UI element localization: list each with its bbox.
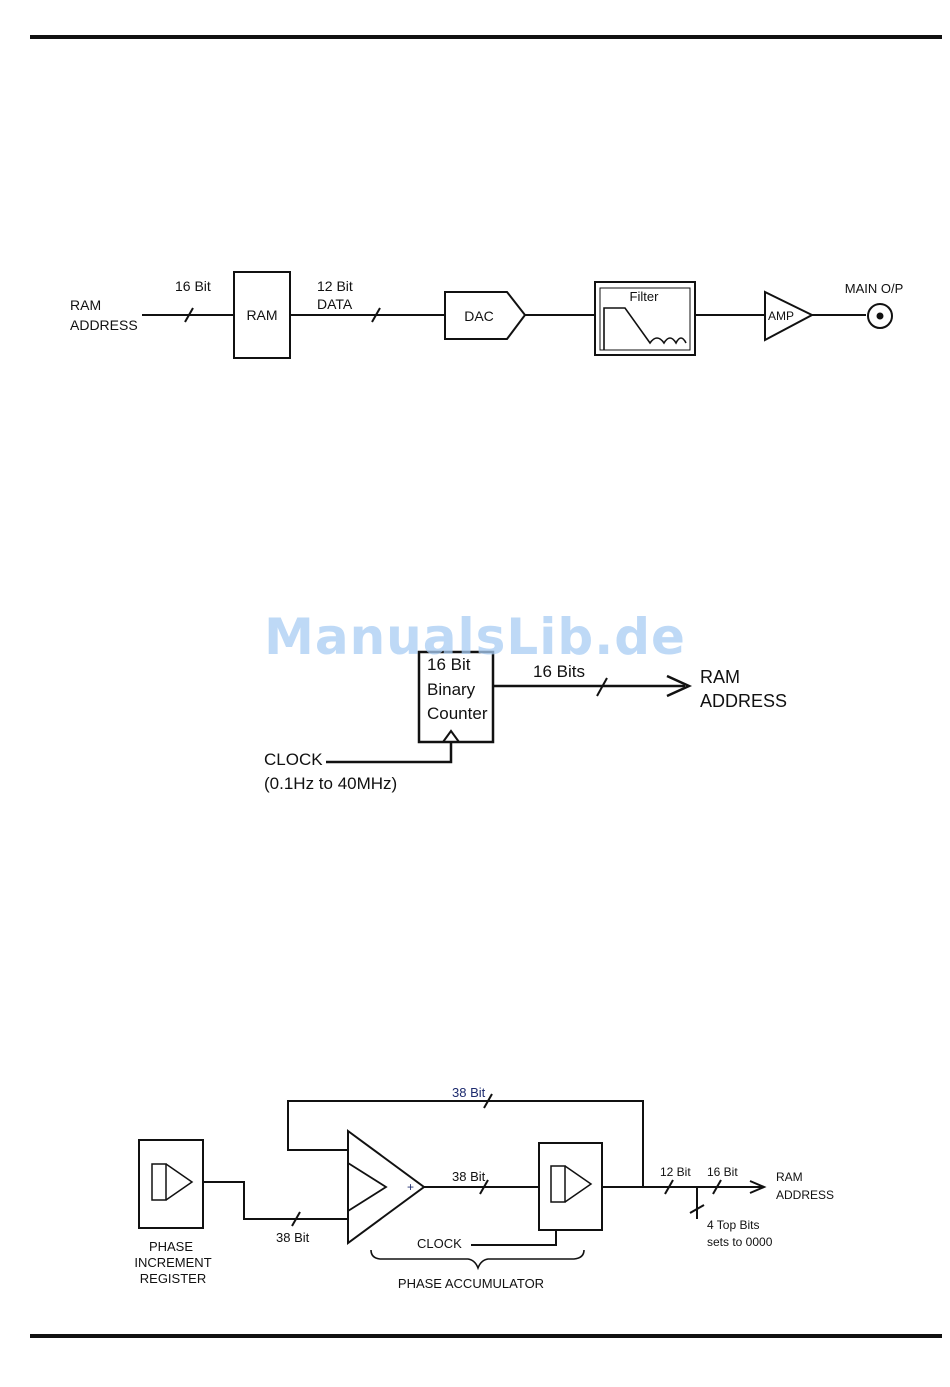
d1-bus2-name: DATA	[317, 296, 353, 312]
d3-ram-address-label-1: RAM	[776, 1170, 803, 1184]
d3-adder-sign: +	[407, 1180, 414, 1194]
d2-counter-label-3: Counter	[427, 704, 488, 723]
pir-register-icon	[152, 1164, 166, 1200]
d3-ram-address-label-2: ADDRESS	[776, 1188, 834, 1202]
d1-ram-address-label-2: ADDRESS	[70, 317, 138, 333]
d1-amp-label: AMP	[768, 309, 794, 323]
d2-clock-range: (0.1Hz to 40MHz)	[264, 774, 397, 793]
d3-top-bits-label-2: sets to 0000	[707, 1235, 773, 1249]
d3-clock-label: CLOCK	[417, 1236, 462, 1251]
clock-line	[471, 1230, 556, 1245]
d2-ram-address-label-1: RAM	[700, 667, 740, 687]
phase-increment-register-block	[139, 1140, 203, 1228]
pir-to-adder-line	[203, 1182, 348, 1219]
d1-dac-label: DAC	[464, 308, 494, 324]
bnc-connector-center-icon	[878, 314, 883, 319]
d1-bus1-width: 16 Bit	[175, 278, 211, 294]
d3-accumulator-label: PHASE ACCUMULATOR	[398, 1276, 544, 1291]
accumulator-latch-block	[539, 1143, 602, 1230]
d3-top-bits-label-1: 4 Top Bits	[707, 1218, 759, 1232]
latch-register-icon	[551, 1166, 565, 1202]
clock-input-line	[326, 742, 451, 762]
d1-bus2-width: 12 Bit	[317, 278, 353, 294]
d1-output-label: MAIN O/P	[845, 281, 904, 296]
clock-edge-icon	[443, 731, 459, 742]
d3-pir-label-2: INCREMENT	[134, 1255, 211, 1270]
adder-inner-chevron-icon	[348, 1163, 386, 1211]
d3-pir-label-1: PHASE	[149, 1239, 193, 1254]
d3-trunc-width: 12 Bit	[660, 1165, 691, 1179]
d3-input-width: 38 Bit	[276, 1230, 310, 1245]
d1-ram-block-label: RAM	[246, 307, 277, 323]
d3-feedback-width: 38 Bit	[452, 1085, 486, 1100]
d2-ram-address-label-2: ADDRESS	[700, 691, 787, 711]
accumulator-brace	[371, 1250, 584, 1268]
pir-triangle-icon	[166, 1164, 192, 1200]
d3-pir-label-3: REGISTER	[140, 1271, 206, 1286]
d2-clock-label: CLOCK	[264, 750, 323, 769]
diagram2-counter	[326, 652, 689, 762]
watermark: ManualsLib.de	[0, 608, 950, 666]
filter-response-icon	[604, 308, 686, 350]
latch-triangle-icon	[565, 1166, 591, 1202]
d1-ram-address-label-1: RAM	[70, 297, 101, 313]
d2-counter-label-2: Binary	[427, 680, 476, 699]
d3-adder-out-width: 38 Bit	[452, 1169, 486, 1184]
d3-out-width: 16 Bit	[707, 1165, 738, 1179]
d1-filter-label: Filter	[630, 289, 660, 304]
